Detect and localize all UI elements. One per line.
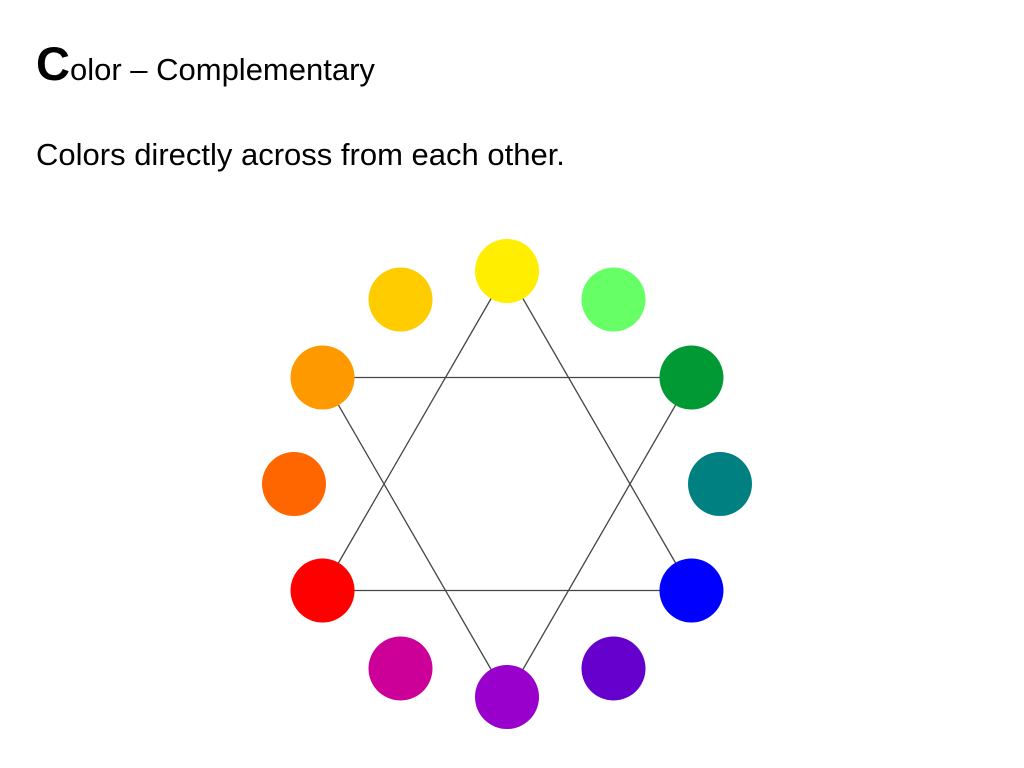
color-dot-orange [290,345,355,410]
color-dot-green [659,345,724,410]
color-dot-violet [475,665,539,729]
color-dot-indigo [581,636,646,701]
color-dot-red-orange [262,452,326,516]
triangle-1-edge-1 [506,270,693,591]
title-text: olor – Complementary [69,52,375,87]
triangle-2-edge-1 [506,377,693,698]
title-initial: C [36,37,70,90]
triangle-1-edge-3 [321,270,508,591]
slide-body-text: Colors directly across from each other. [36,137,565,172]
star-lines [321,270,693,698]
color-dot-yellow [475,239,539,303]
color-dot-red [290,558,355,623]
color-dot-blue [659,558,724,623]
color-dot-teal [688,452,752,516]
color-dot-yellow-orange [368,267,433,332]
color-dot-magenta [368,636,433,701]
slide-title: Color – Complementary [36,36,375,92]
triangle-2-edge-2 [321,377,508,698]
color-dots [262,239,752,729]
color-dot-light-green [581,267,646,332]
